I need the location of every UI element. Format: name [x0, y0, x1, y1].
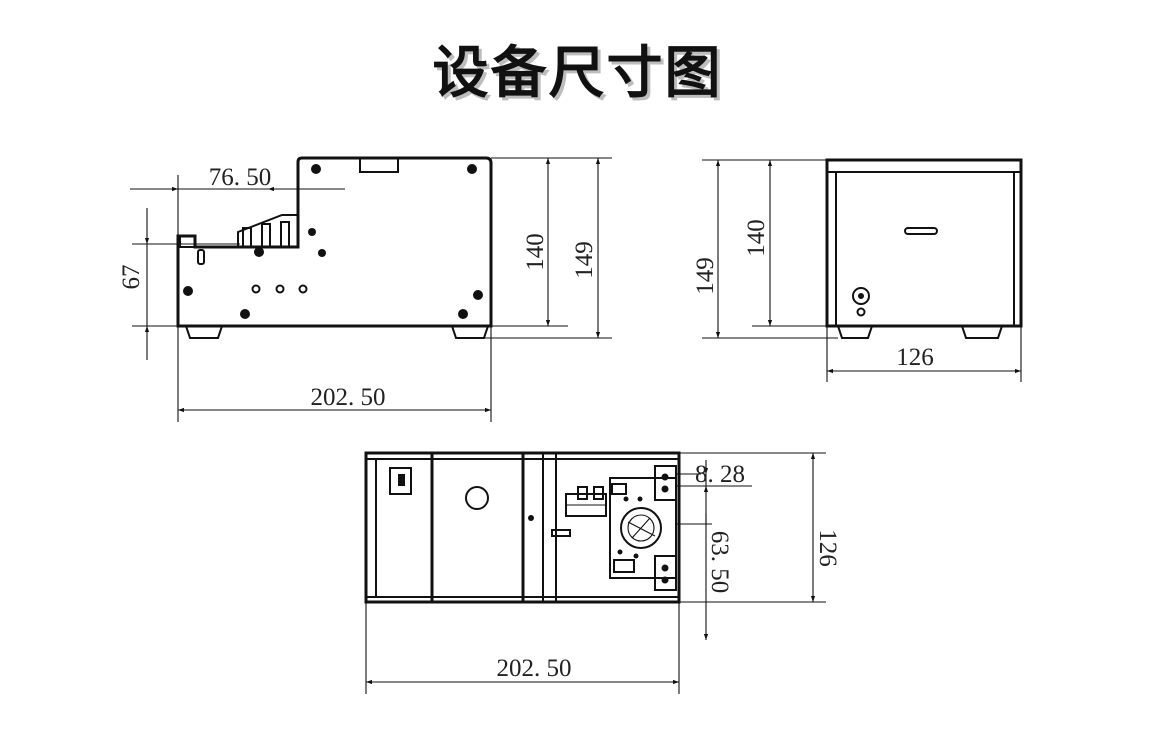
side-left-foot: [837, 325, 873, 339]
dim-top-depth: 126: [814, 529, 841, 567]
front-screw: [318, 249, 326, 257]
dim-front-height-outer: 149: [571, 241, 598, 279]
dim-side-width: 126: [896, 344, 934, 371]
front-screw: [311, 164, 321, 174]
top-roller-lower-pin: [661, 576, 669, 584]
top-mechanism-plate: [609, 477, 677, 579]
front-view-outline: [176, 156, 493, 328]
top-disk: [620, 507, 662, 549]
dim-top-width: 202. 50: [497, 655, 572, 682]
top-roller-upper-pin: [661, 473, 669, 481]
front-hole: [251, 284, 261, 294]
top-roller-upper-pin: [661, 485, 669, 493]
top-roller-lower-pin: [661, 564, 669, 572]
dim-front-left-height: 67: [118, 265, 145, 290]
front-slot: [197, 249, 205, 265]
top-roller-upper: [654, 465, 677, 501]
top-pin: [528, 515, 534, 521]
dim-front-height-inner: 140: [522, 233, 549, 271]
side-knob: [852, 287, 870, 305]
dim-front-width: 202. 50: [311, 384, 386, 411]
front-view: 76. 50 67 140 149 202. 50: [118, 156, 612, 422]
side-handle: [904, 227, 938, 235]
dim-top-offset: 8. 28: [695, 461, 745, 488]
page-title: 设备尺寸图: [432, 41, 723, 106]
front-hole: [298, 284, 308, 294]
top-power-switch-toggle: [398, 474, 405, 486]
side-right-foot: [961, 325, 1003, 339]
side-knob-center: [858, 293, 864, 299]
top-knob: [465, 486, 489, 510]
side-hole: [856, 307, 866, 317]
front-screw: [240, 309, 250, 319]
dim-front-top-offset: 76. 50: [209, 164, 272, 191]
dim-side-height-inner: 140: [743, 219, 770, 257]
front-screw: [467, 164, 477, 174]
dim-top-inner-depth: 63. 50: [706, 531, 733, 594]
dim-side-height-outer: 149: [692, 257, 719, 295]
front-hole: [275, 284, 285, 294]
front-screw: [458, 309, 468, 319]
side-view: 149 140 126: [692, 158, 1023, 382]
front-bracket-a: [242, 227, 252, 248]
front-small-block: [179, 235, 196, 248]
top-mechanism: [551, 465, 677, 591]
front-bracket-b: [261, 223, 271, 248]
front-ramp: [237, 214, 298, 247]
front-screw: [183, 286, 193, 296]
top-power-switch: [389, 467, 412, 495]
front-left-foot: [185, 325, 223, 339]
top-view: 8. 28 63. 50 126 202. 50: [364, 451, 841, 694]
side-view-outline: [825, 158, 1023, 328]
front-screw: [254, 247, 264, 257]
front-screw: [473, 290, 483, 300]
front-screw: [308, 228, 316, 236]
front-right-foot: [451, 325, 489, 339]
front-top-handle: [359, 157, 399, 173]
top-roller-lower: [654, 555, 677, 591]
front-bracket-c: [280, 221, 290, 248]
